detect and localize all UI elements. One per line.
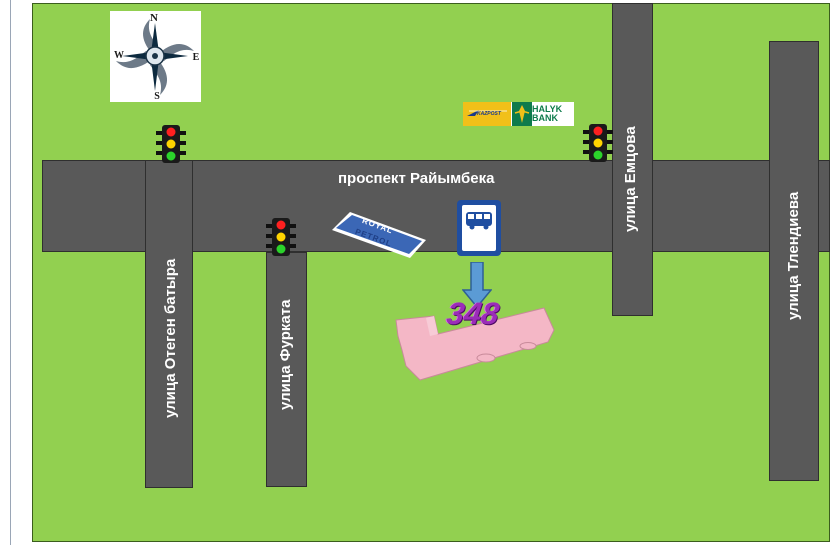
bus-route-number: 348 (444, 296, 502, 331)
traffic-light-icon (264, 218, 298, 256)
bus-icon (394, 300, 558, 382)
bank-signs: KAZPOST HALYK BANK (463, 102, 574, 126)
kazpost-label: KAZPOST (477, 111, 501, 117)
halyk-line2: BANK (532, 113, 558, 123)
kazpost-logo-icon: KAZPOST (463, 102, 511, 126)
road-otegen (145, 160, 193, 488)
compass-south: S (154, 91, 160, 102)
street-label-raiymbek: проспект Райымбека (338, 170, 495, 187)
halyk-bank-logo-icon: HALYK BANK (511, 102, 574, 126)
traffic-light-icon (154, 125, 188, 163)
halyk-line1: HALYK (532, 104, 563, 114)
street-label-emtsova: улица Емцова (622, 126, 639, 232)
traffic-light-icon (581, 124, 615, 162)
road-furkata (266, 252, 307, 487)
arrow-down-icon (461, 261, 493, 309)
royal-petrol-sign: ROYAL PETROL (332, 212, 426, 258)
road-emtsova (612, 3, 653, 316)
page-margin-line (10, 0, 11, 545)
street-label-otegen: улица Отеген батыра (162, 258, 179, 418)
street-label-furkata: улица Фурката (277, 299, 294, 410)
compass-north: N (150, 12, 158, 24)
compass-east: E (193, 52, 200, 63)
bus-stop-sign-icon (457, 200, 501, 256)
road-tlendieva (769, 41, 819, 481)
compass-rose-icon: N E S W (110, 11, 201, 102)
compass-west: W (114, 50, 124, 61)
street-label-tlendieva: улица Тлендиева (785, 191, 802, 320)
